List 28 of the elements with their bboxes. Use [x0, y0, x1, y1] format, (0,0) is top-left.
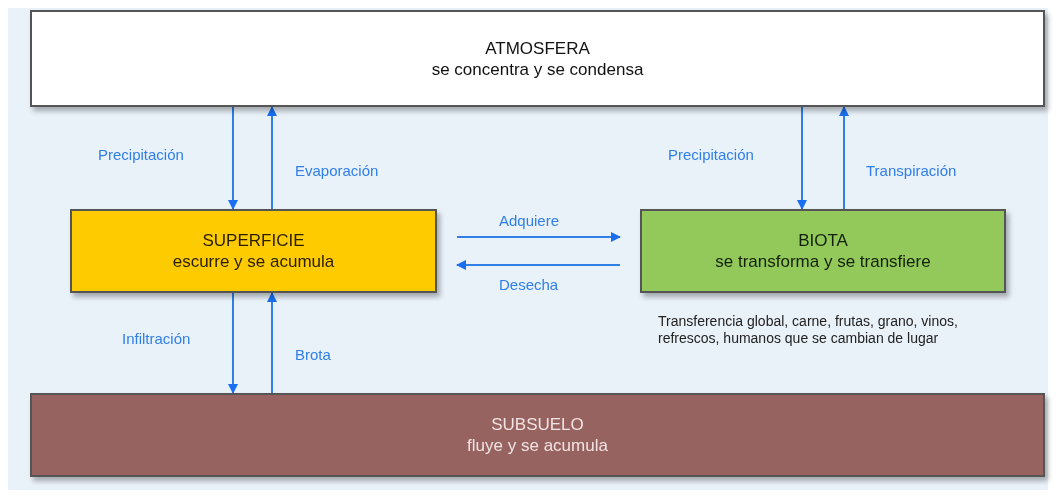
edge-label: Transpiración — [864, 162, 959, 179]
arrow — [228, 106, 238, 210]
arrow — [456, 260, 621, 270]
atmosphere-box — [30, 10, 1045, 107]
node-description: se concentra y se condensa — [431, 58, 644, 80]
arrow — [267, 106, 277, 210]
node-title: ATMOSFERA — [485, 37, 590, 59]
arrow — [228, 292, 238, 394]
edge-label: Evaporación — [293, 162, 381, 179]
node-title: SUPERFICIE — [202, 230, 305, 251]
arrow — [456, 232, 621, 242]
edge-label: Precipitación — [666, 146, 756, 163]
edge-label: Precipitación — [96, 146, 186, 163]
biota-box — [640, 209, 1006, 293]
node-title: SUBSUELO — [491, 414, 584, 435]
edge-label: Infiltración — [120, 330, 193, 347]
node-description: fluye y se acumula — [467, 435, 608, 456]
arrow — [797, 106, 807, 210]
arrow — [267, 292, 277, 394]
edge-label: Desecha — [497, 276, 561, 293]
node-description: se transforma y se transfiere — [715, 251, 931, 272]
node-title: BIOTA — [798, 230, 848, 251]
note-text: Transferencia global, carne, frutas, grano, vinos, refrescos, humanos que se cambian de lugar — [658, 313, 959, 347]
node-description: escurre y se acumula — [172, 251, 335, 272]
edge-label: Adquiere — [497, 212, 562, 229]
arrow — [839, 106, 849, 210]
subsoil-box — [30, 393, 1045, 477]
surface-box — [70, 209, 437, 293]
